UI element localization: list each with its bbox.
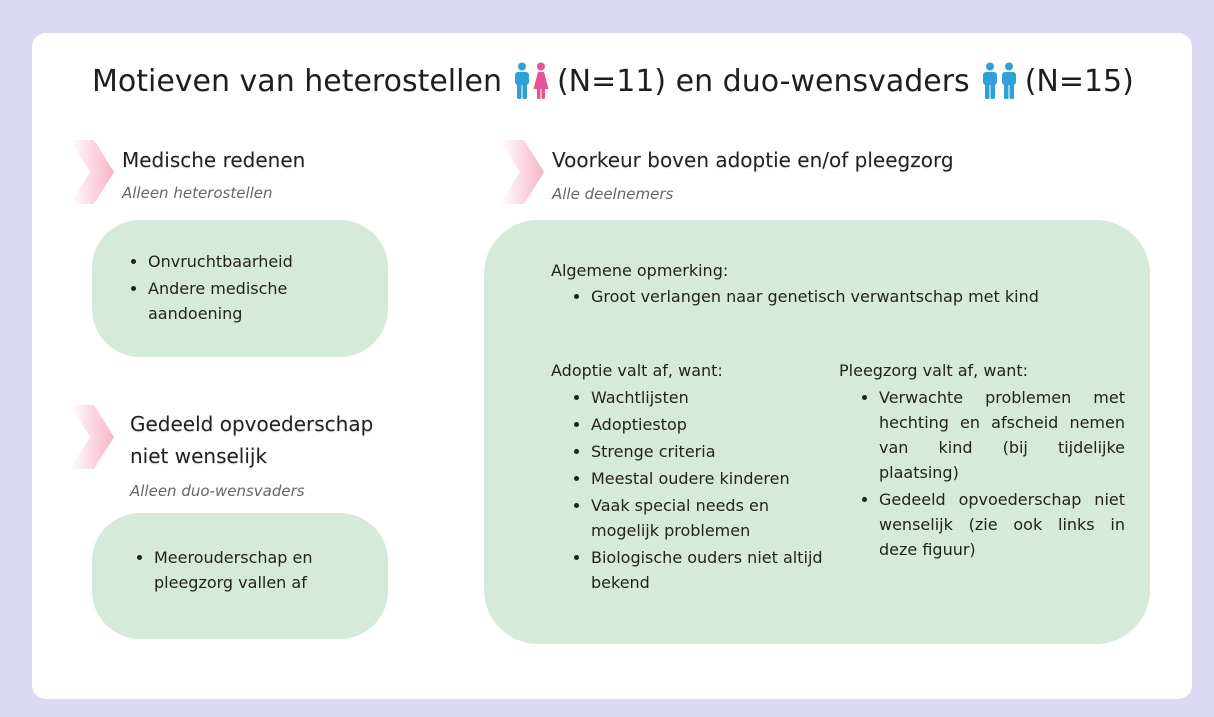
foster-list: Verwachte problemen met hechting en afsc… [859, 385, 1125, 564]
preference-subtitle: Alle deelnemers [552, 185, 674, 203]
list-item: Verwachte problemen met hechting en afsc… [879, 385, 1125, 485]
adoption-list: Wachtlijsten Adoptiestop Strenge criteri… [571, 385, 829, 597]
man-icon [514, 62, 529, 99]
chevron-medical-icon [70, 140, 114, 204]
adoption-label: Adoptie valt af, want: [551, 361, 723, 380]
shared-heading: Gedeeld opvoederschap niet wenselijk [130, 408, 373, 472]
shared-heading-line-2: niet wenselijk [130, 444, 268, 468]
woman-icon [533, 62, 549, 99]
list-item: Vaak special needs en mogelijk problemen [591, 493, 829, 543]
hetero-couple-icons [514, 62, 549, 100]
list-item: Adoptiestop [591, 412, 829, 437]
title-part-2: (N=11) en duo-wensvaders [556, 63, 970, 99]
medical-heading: Medische redenen [122, 148, 306, 172]
title-part-1: Motieven van heterostellen [92, 63, 502, 99]
list-item: Meestal oudere kinderen [591, 466, 829, 491]
shared-subtitle: Alleen duo-wensvaders [130, 482, 305, 500]
foster-label: Pleegzorg valt af, want: [839, 361, 1029, 380]
list-item: Groot verlangen naar genetisch verwantsc… [591, 284, 1151, 309]
man-icon [982, 62, 997, 99]
preference-heading: Voorkeur boven adoptie en/of pleegzorg [552, 148, 954, 172]
medical-box: Onvruchtbaarheid Andere medische aandoen… [92, 220, 388, 357]
chevron-shared-icon [70, 405, 114, 469]
medical-list: Onvruchtbaarheid Andere medische aandoen… [128, 249, 378, 328]
list-item: Gedeeld opvoederschap niet wenselijk (zi… [879, 487, 1125, 562]
list-item: Onvruchtbaarheid [148, 249, 378, 274]
duo-fathers-icons [982, 62, 1017, 100]
list-item: Meerouderschap en pleegzorg vallen af [154, 545, 354, 595]
shared-box: Meerouderschap en pleegzorg vallen af [92, 513, 388, 639]
list-item: Biologische ouders niet altijd bekend [591, 545, 829, 595]
chevron-preference-icon [500, 140, 544, 204]
list-item: Wachtlijsten [591, 385, 829, 410]
preference-box: Algemene opmerking: Groot verlangen naar… [484, 220, 1150, 644]
list-item: Strenge criteria [591, 439, 829, 464]
shared-list: Meerouderschap en pleegzorg vallen af [134, 545, 354, 597]
shared-heading-line-1: Gedeeld opvoederschap [130, 412, 374, 436]
medical-subtitle: Alleen heterostellen [122, 184, 273, 202]
list-item: Andere medische aandoening [148, 276, 378, 326]
man-icon [1001, 62, 1016, 99]
general-list: Groot verlangen naar genetisch verwantsc… [571, 284, 1151, 311]
figure-title: Motieven van heterostellen (N=11) en duo… [92, 62, 1134, 100]
general-label: Algemene opmerking: [551, 261, 729, 280]
title-part-3: (N=15) [1024, 63, 1134, 99]
